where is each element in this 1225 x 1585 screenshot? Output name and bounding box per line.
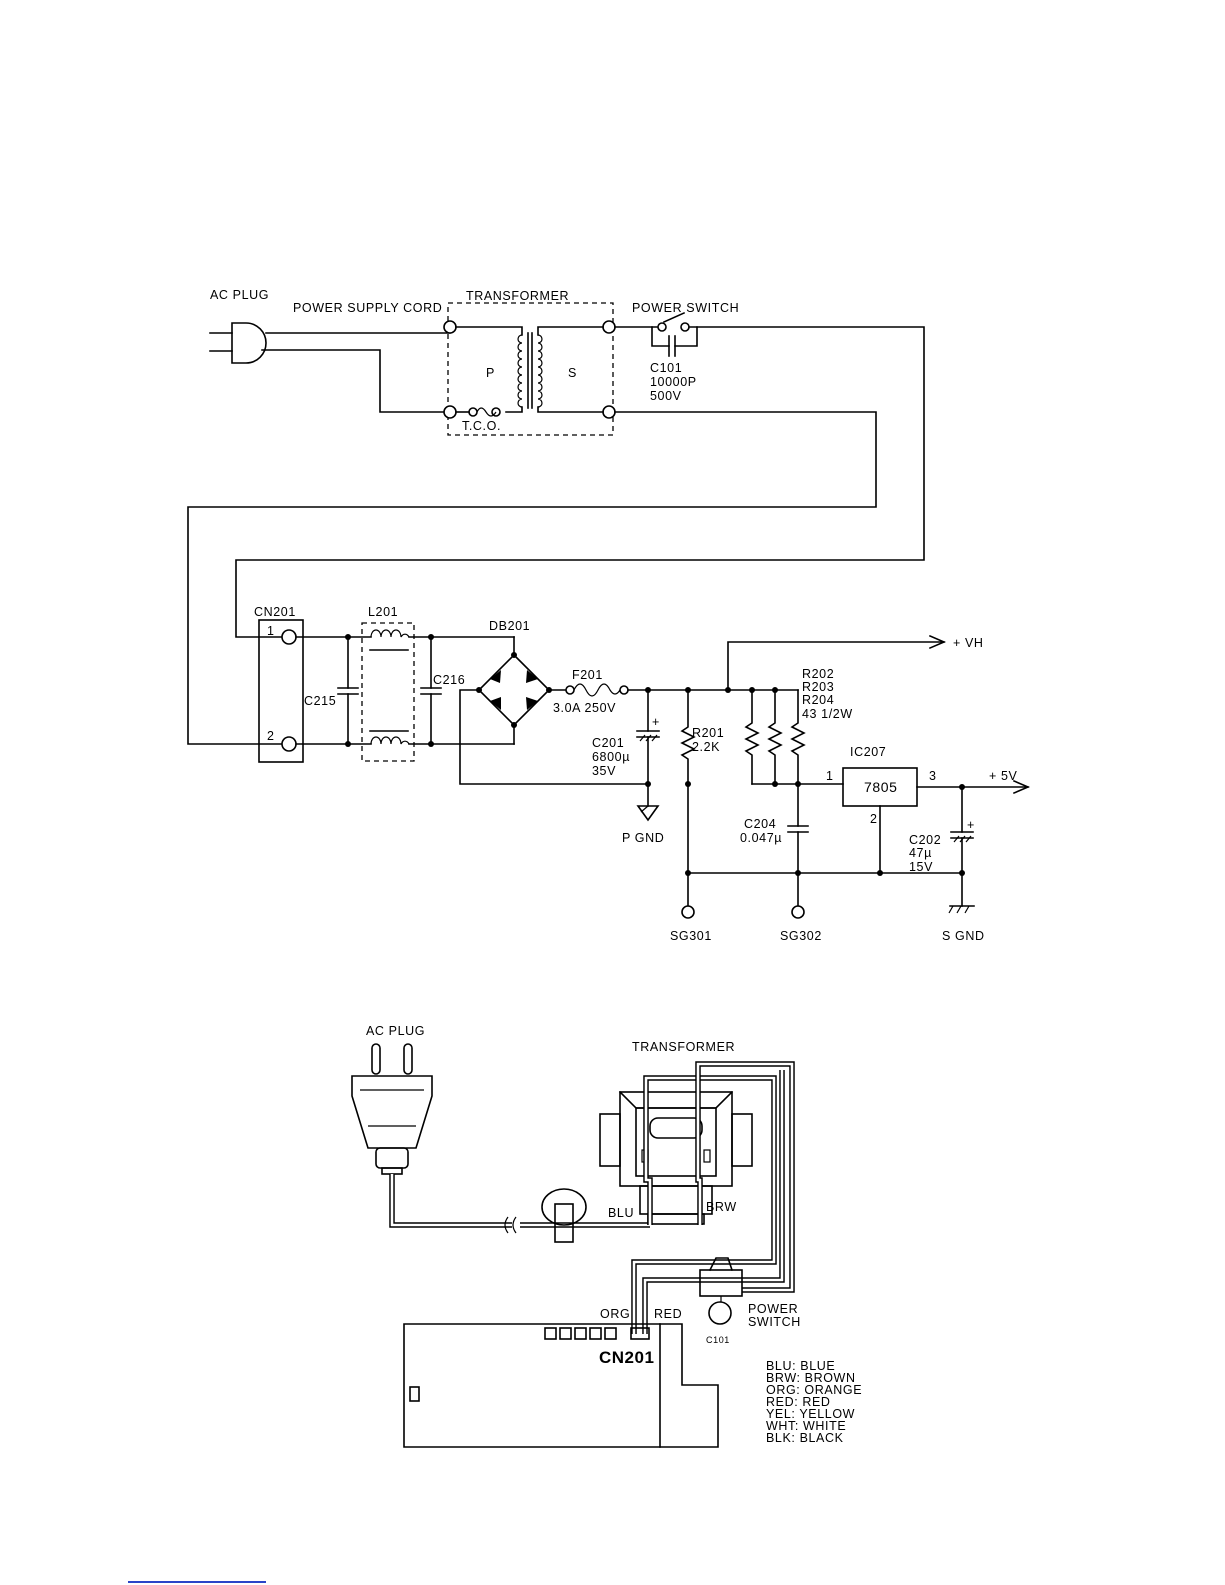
- legend-item: RED: RED: [766, 1395, 831, 1409]
- bridge-rectifier: [477, 653, 551, 727]
- page-footer-rule: [128, 1581, 266, 1583]
- ic207-part: 7805: [864, 779, 898, 795]
- c201-plus: +: [652, 715, 660, 729]
- r204-ref: R204: [802, 693, 834, 707]
- ic207-label: IC207: [850, 745, 886, 759]
- power-supply-cord-label: POWER SUPPLY CORD: [293, 301, 442, 315]
- c204-value: 0.047µ: [740, 831, 782, 845]
- pgnd-label: P GND: [622, 831, 664, 845]
- cn201-label: CN201: [254, 605, 296, 619]
- c202-voltage: 15V: [909, 860, 933, 874]
- l201-label: L201: [368, 605, 398, 619]
- db201-label: DB201: [489, 619, 530, 633]
- ac-plug-drawing: [351, 1043, 433, 1175]
- wiring-power-switch-label-1: POWER: [748, 1302, 798, 1316]
- wiring-c101-label: C101: [706, 1335, 730, 1345]
- cn201-connector: [630, 1327, 650, 1340]
- wiring-org-label: ORG: [600, 1307, 630, 1321]
- c204-ref: C204: [744, 817, 776, 831]
- cn201-pin2: 2: [267, 729, 275, 743]
- r201-value: 2.2K: [692, 740, 720, 754]
- legend-item: BLU: BLUE: [766, 1359, 835, 1373]
- c202-ref: C202: [909, 833, 941, 847]
- primary-coil: [517, 334, 523, 408]
- cn201-pin1: 1: [267, 624, 275, 638]
- r202-ref: R202: [802, 667, 834, 681]
- c101-ref: C101: [650, 361, 682, 375]
- cord-clamp: [541, 1188, 587, 1226]
- c101-value: 10000P: [650, 375, 697, 389]
- l201-box: [361, 622, 415, 762]
- pgnd-symbol: [636, 805, 660, 822]
- power-switch-label: POWER SWITCH: [632, 301, 739, 315]
- legend-item: WHT: WHITE: [766, 1419, 846, 1433]
- tco-label: T.C.O.: [462, 419, 501, 433]
- wiring-transformer-label: TRANSFORMER: [632, 1040, 735, 1054]
- legend-item: ORG: ORANGE: [766, 1383, 862, 1397]
- primary-label: P: [486, 366, 495, 380]
- wiring-ac-plug-label: AC PLUG: [366, 1024, 425, 1038]
- secondary-coil: [537, 334, 543, 408]
- f201-ref: F201: [572, 668, 603, 682]
- legend-item: BRW: BROWN: [766, 1371, 856, 1385]
- tco-fuse: [476, 407, 497, 417]
- wiring-brw-label: BRW: [706, 1200, 737, 1214]
- f201-rating: 3.0A 250V: [553, 701, 616, 715]
- c215-label: C215: [304, 694, 336, 708]
- ic207-pin2: 2: [870, 812, 878, 826]
- c202-value: 47µ: [909, 846, 932, 860]
- r203-ref: R203: [802, 680, 834, 694]
- c101-voltage: 500V: [650, 389, 682, 403]
- vh-label: + VH: [953, 636, 984, 650]
- pcb-outline: [403, 1323, 719, 1448]
- c201-value: 6800µ: [592, 750, 630, 764]
- power-switch-drawing: [699, 1257, 743, 1302]
- switch-blade: [662, 311, 686, 324]
- c216-label: C216: [433, 673, 465, 687]
- sg301-label: SG301: [670, 929, 712, 943]
- plus5v-label: + 5V: [989, 769, 1018, 783]
- secondary-label: S: [568, 366, 577, 380]
- wiring-cn201-label: CN201: [599, 1348, 654, 1367]
- cn201-block: [258, 619, 304, 763]
- ac-plug-symbol: [209, 322, 267, 364]
- sgnd-label: S GND: [942, 929, 985, 943]
- c202-plus: +: [967, 818, 975, 832]
- schematic-diagram: AC PLUG POWER SUPPLY CORD TRANSFORMER T.…: [187, 288, 1031, 943]
- c201-ref: C201: [592, 736, 624, 750]
- r202-204-value: 43 1/2W: [802, 707, 853, 721]
- wiring-power-switch-label-2: SWITCH: [748, 1315, 801, 1329]
- ic207-pin3: 3: [929, 769, 937, 783]
- legend-item: BLK: BLACK: [766, 1431, 844, 1445]
- transformer-box: [447, 302, 614, 436]
- ic207-pin1: 1: [826, 769, 834, 783]
- r201-ref: R201: [692, 726, 724, 740]
- color-legend: BLU: BLUE BRW: BROWN ORG: ORANGE RED: RE…: [766, 1359, 862, 1445]
- c201-voltage: 35V: [592, 764, 616, 778]
- c101-component: [708, 1301, 732, 1325]
- wiring-red-label: RED: [654, 1307, 682, 1321]
- wiring-blu-label: BLU: [608, 1206, 634, 1220]
- transformer-label: TRANSFORMER: [466, 289, 569, 303]
- wiring-diagram: AC PLUG BLU TRANSFORMER: [351, 1024, 862, 1448]
- legend-item: YEL: YELLOW: [766, 1407, 855, 1421]
- ac-plug-label: AC PLUG: [210, 288, 269, 302]
- sg302-label: SG302: [780, 929, 822, 943]
